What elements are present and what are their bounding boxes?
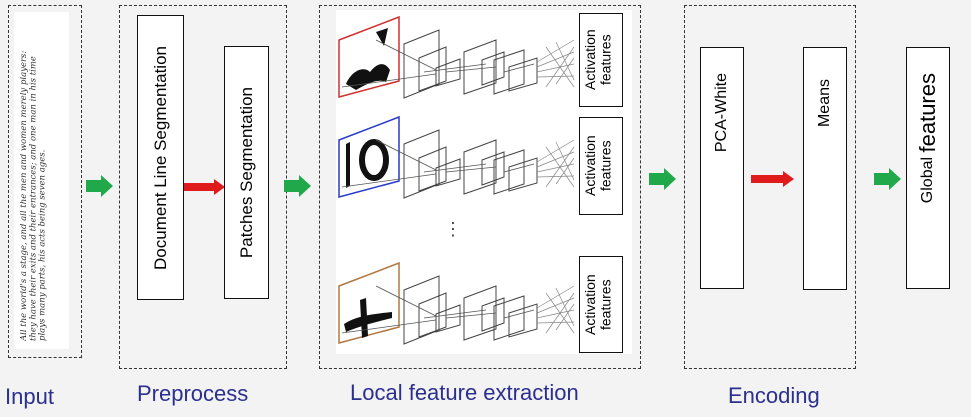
cnn-diagram: [338, 115, 575, 199]
global-features-label: Global features: [915, 73, 941, 203]
activation-features-box: Activation features: [579, 117, 623, 215]
activation-features-label: Activation features: [582, 29, 614, 91]
input-document-text: All the world's a stage, and all the men…: [20, 50, 48, 341]
local-feature-extraction-caption: Local feature extraction: [350, 380, 579, 405]
pca-white-label: PCA-White: [713, 73, 730, 153]
preprocess-caption: Preprocess: [137, 381, 249, 406]
input-patch: [338, 115, 400, 198]
encoding-caption: Encoding: [728, 383, 820, 408]
encoding-stage: [684, 5, 856, 369]
input-stage: [8, 5, 82, 358]
patches-segmentation-label: Patches Segmentation: [236, 86, 256, 259]
global-features-label-small: Global: [919, 156, 936, 204]
document-line-segmentation-box: Document Line Segmentation: [137, 15, 184, 300]
activation-features-box: Activation features: [579, 256, 623, 353]
red-arrow-icon: [184, 179, 225, 195]
local-feature-extraction-stage: [319, 5, 641, 369]
activation-features-label: Activation features: [582, 274, 614, 335]
green-arrow-icon: [649, 168, 676, 190]
cnn-diagram: [338, 261, 575, 345]
activation-features-box: Activation features: [579, 13, 623, 107]
patches-segmentation-box: Patches Segmentation: [224, 46, 269, 299]
cnn-diagram: [338, 15, 575, 99]
green-arrow-icon: [284, 175, 311, 197]
green-arrow-icon: [86, 175, 113, 197]
document-line-segmentation-label: Document Line Segmentation: [150, 45, 170, 270]
red-arrow-icon: [751, 171, 794, 187]
input-document-image: All the world's a stage, and all the men…: [14, 12, 69, 349]
activation-features-label: Activation features: [582, 135, 614, 197]
ellipsis: ⋮: [444, 219, 462, 239]
means-label: Means: [816, 79, 833, 128]
pca-white-box: PCA-White: [700, 47, 744, 289]
global-features-label-large: features: [915, 72, 940, 153]
means-box: Means: [803, 47, 847, 290]
input-caption: Input: [5, 384, 54, 409]
global-features-box: Global features: [906, 47, 950, 289]
green-arrow-icon: [874, 168, 901, 190]
